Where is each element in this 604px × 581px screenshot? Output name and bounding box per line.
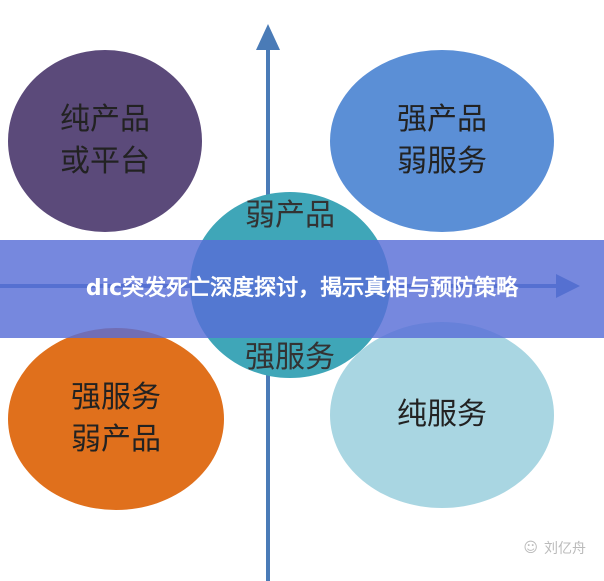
- watermark-text: 刘亿舟: [544, 541, 586, 557]
- circle-center-label: 弱产品 强服务: [245, 198, 335, 375]
- circle-top-right: 强产品 弱服务: [330, 50, 554, 232]
- circle-top-left: 纯产品 或平台: [8, 50, 202, 232]
- vertical-arrow-head: [256, 24, 280, 50]
- banner-title: dic突发死亡深度探讨，揭示真相与预防策略: [0, 240, 604, 338]
- circle-bottom-right: 纯服务: [330, 322, 554, 508]
- watermark: ☺ 刘亿舟: [523, 538, 586, 558]
- wechat-icon: ☺: [523, 540, 538, 556]
- circle-bottom-left: 强服务 弱产品: [8, 328, 224, 510]
